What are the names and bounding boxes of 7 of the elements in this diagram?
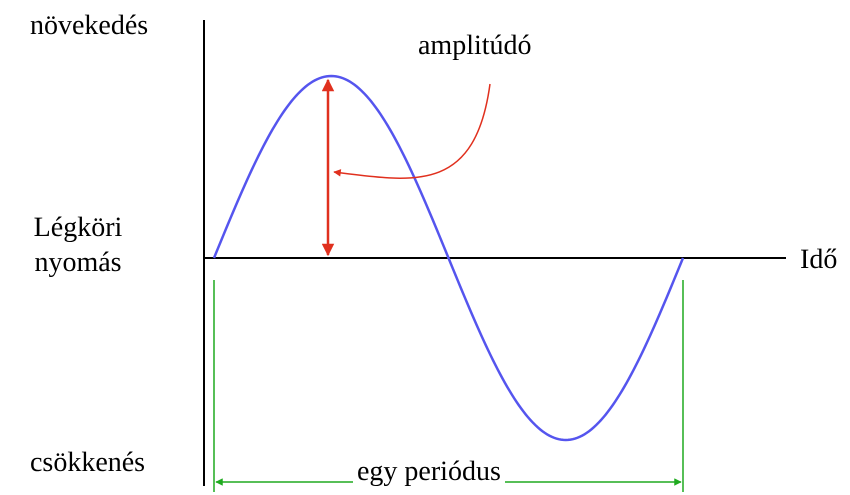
leader-line [333, 84, 491, 179]
axis-label: növekedés [30, 9, 148, 43]
amplitude-arrow [322, 78, 334, 256]
axis-label: Idő [800, 243, 838, 277]
callout-label: amplitúdó [418, 28, 532, 63]
axis-label: Légköri nyomás [32, 211, 124, 280]
axis-label: csökkenés [30, 446, 146, 480]
